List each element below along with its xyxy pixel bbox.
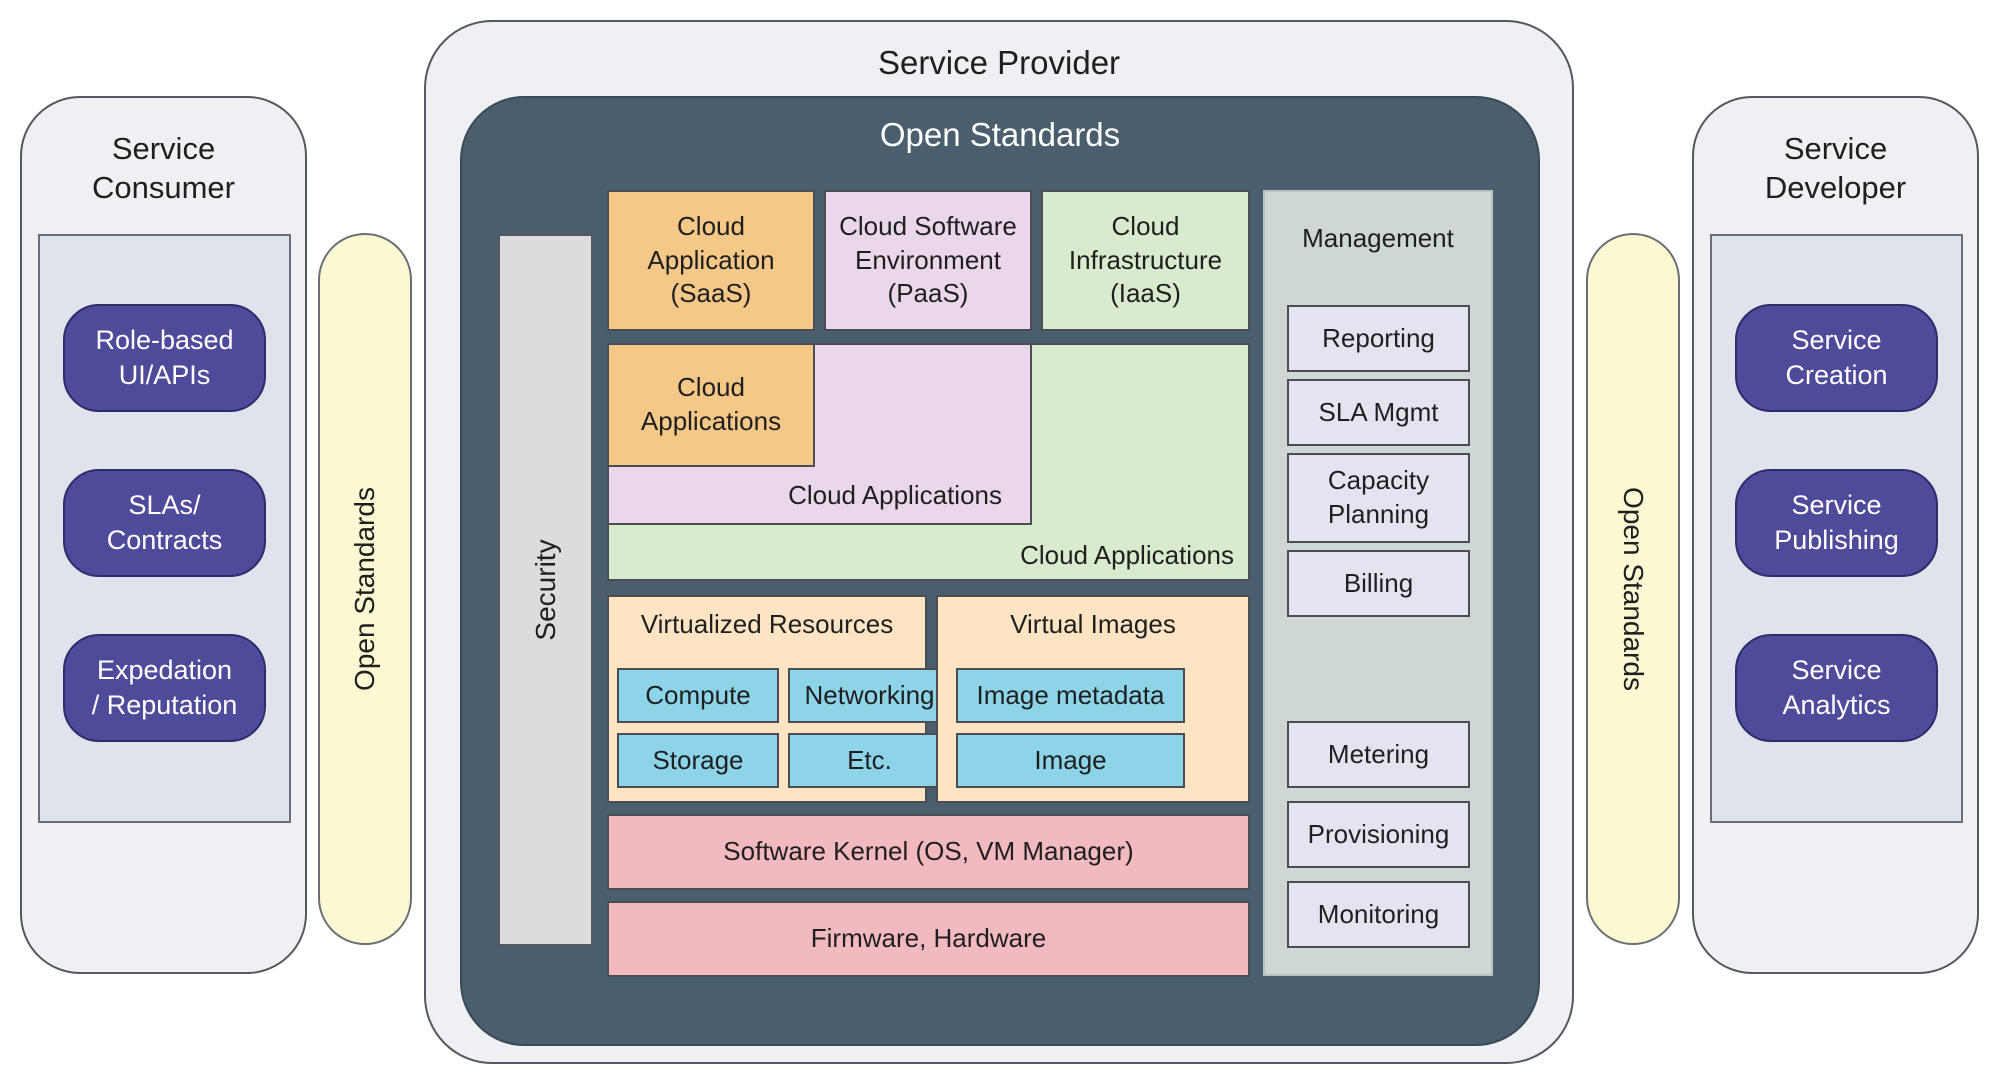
service-analytics[interactable]: Service Analytics (1735, 634, 1938, 742)
capacity-planning-box: Capacity Planning (1287, 453, 1470, 543)
cloud-applications-paas-layer: Cloud Applications (607, 343, 1032, 525)
image-metadata-box: Image metadata (956, 668, 1185, 723)
monitoring-box: Monitoring (1287, 881, 1470, 948)
right-open-standards-label: Open Standards (1618, 487, 1649, 691)
open-standards-title: Open Standards (879, 115, 1121, 153)
security-bar: Security (498, 234, 593, 946)
service-provider-panel: Service Provider Open Standards Security… (424, 20, 1574, 1064)
networking-box: Networking (788, 668, 951, 723)
etc-box: Etc. (788, 733, 951, 788)
left-open-standards-label: Open Standards (349, 487, 380, 691)
left-open-standards-pill: Open Standards (318, 233, 412, 945)
firmware-hardware-bar: Firmware, Hardware (607, 901, 1250, 977)
cloud-applications-saas-layer: Cloud Applications (607, 343, 815, 467)
virtualized-resources-box: Virtualized Resources Compute Networking… (607, 595, 951, 803)
service-developer-title: Service Developer (1764, 131, 1907, 205)
role-based-ui-apis[interactable]: Role-based UI/APIs (63, 304, 266, 412)
image-box: Image (956, 733, 1185, 788)
cloud-application-saas: Cloud Application (SaaS) (607, 190, 815, 331)
developer-inner-box: Service Creation Service Publishing Serv… (1710, 234, 1963, 823)
sla-mgmt-box: SLA Mgmt (1287, 379, 1470, 446)
billing-box: Billing (1287, 550, 1470, 617)
cloud-software-environment-paas: Cloud Software Environment (PaaS) (824, 190, 1032, 331)
cloud-applications-iaas-label: Cloud Applications (1020, 540, 1234, 570)
consumer-inner-box: Role-based UI/APIs SLAs/ Contracts Exped… (38, 234, 291, 823)
provisioning-box: Provisioning (1287, 801, 1470, 868)
service-creation[interactable]: Service Creation (1735, 304, 1938, 412)
virtual-images-box: Virtual Images Image metadata Image (936, 595, 1250, 803)
service-developer-panel: Service Developer Service Creation Servi… (1692, 96, 1979, 974)
software-kernel-bar: Software Kernel (OS, VM Manager) (607, 814, 1250, 890)
virtual-images-title: Virtual Images (1010, 609, 1176, 640)
management-title: Management (1302, 223, 1454, 254)
virtualized-resources-title: Virtualized Resources (640, 609, 894, 640)
open-standards-region: Open Standards Security Cloud Applicatio… (460, 96, 1540, 1046)
storage-box: Storage (617, 733, 779, 788)
service-provider-title: Service Provider (877, 43, 1121, 81)
cloud-applications-paas-label: Cloud Applications (788, 480, 1002, 510)
slas-contracts[interactable]: SLAs/ Contracts (63, 469, 266, 577)
expedation-reputation[interactable]: Expedation / Reputation (63, 634, 266, 742)
service-consumer-title: Service Consumer (92, 131, 235, 205)
right-open-standards-pill: Open Standards (1586, 233, 1680, 945)
metering-box: Metering (1287, 721, 1470, 788)
service-publishing[interactable]: Service Publishing (1735, 469, 1938, 577)
reporting-box: Reporting (1287, 305, 1470, 372)
service-consumer-panel: Service Consumer Role-based UI/APIs SLAs… (20, 96, 307, 974)
cloud-infrastructure-iaas: Cloud Infrastructure (IaaS) (1041, 190, 1250, 331)
security-label: Security (529, 539, 561, 641)
compute-box: Compute (617, 668, 779, 723)
management-panel: Management Reporting SLA Mgmt Capacity P… (1263, 190, 1493, 976)
